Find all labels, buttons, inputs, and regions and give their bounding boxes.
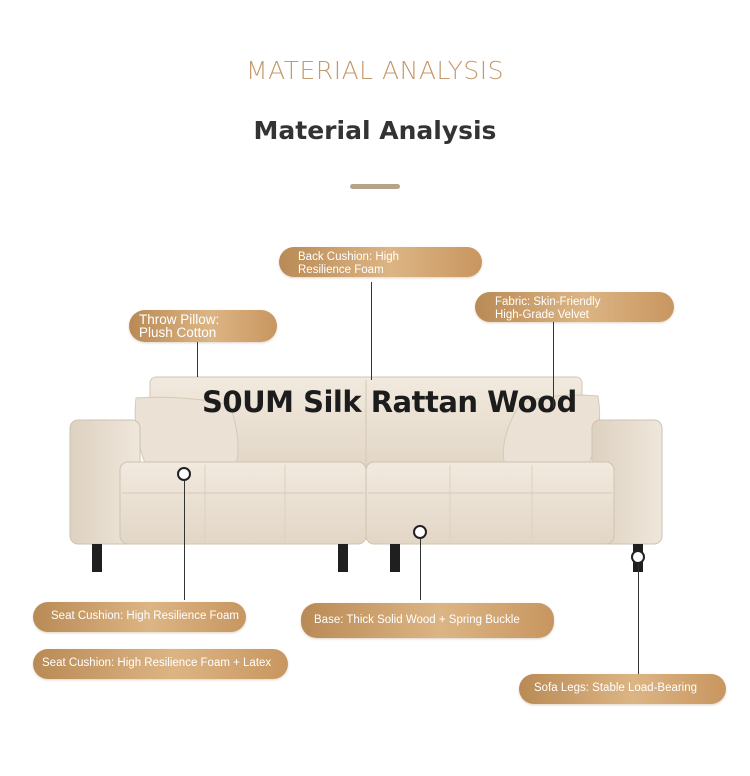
title-divider <box>350 184 400 189</box>
callout-seat-cushion-latex-text: Seat Cushion: High Resilience Foam + Lat… <box>42 657 272 669</box>
callout-throw-pillow: Throw Pillow: Plush Cotton <box>129 310 277 342</box>
leader-fabric <box>553 322 554 408</box>
callout-seat-cushion-text: Seat Cushion: High Resilience Foam <box>51 610 239 622</box>
marker-seat-cushion <box>177 467 191 481</box>
callout-legs: Sofa Legs: Stable Load-Bearing <box>519 674 726 704</box>
leader-base <box>420 538 421 600</box>
marker-legs <box>631 550 645 564</box>
page-title: Material Analysis <box>253 116 497 145</box>
callout-base: Base: Thick Solid Wood + Spring Buckle <box>301 603 554 638</box>
callout-base-text: Base: Thick Solid Wood + Spring Buckle <box>314 614 520 626</box>
leader-throw-pillow <box>197 342 198 377</box>
callout-fabric-line2: High-Grade Velvet <box>495 309 589 321</box>
brand-overlay: S0UM Silk Rattan Wood <box>202 385 577 419</box>
leader-legs <box>638 563 639 676</box>
callout-fabric: Fabric: Skin-Friendly High-Grade Velvet <box>475 292 674 322</box>
callout-throw-pillow-line2: Plush Cotton <box>139 325 217 340</box>
callout-back-cushion-line2: Resilience Foam <box>298 264 384 276</box>
callout-throw-pillow-line1: Throw Pillow: <box>139 312 220 327</box>
callout-fabric-line1: Fabric: Skin-Friendly <box>495 296 601 308</box>
callout-seat-cushion-latex: Seat Cushion: High Resilience Foam + Lat… <box>33 649 288 679</box>
callout-back-cushion: Back Cushion: High Resilience Foam <box>279 247 482 277</box>
callout-back-cushion-line1: Back Cushion: High <box>298 251 399 263</box>
section-eyebrow: MATERIAL ANALYSIS <box>246 56 504 85</box>
callout-seat-cushion: Seat Cushion: High Resilience Foam <box>33 602 246 632</box>
leader-back-cushion <box>371 282 372 380</box>
marker-base <box>413 525 427 539</box>
leader-seat-cushion <box>184 480 185 600</box>
callout-legs-text: Sofa Legs: Stable Load-Bearing <box>534 682 698 694</box>
